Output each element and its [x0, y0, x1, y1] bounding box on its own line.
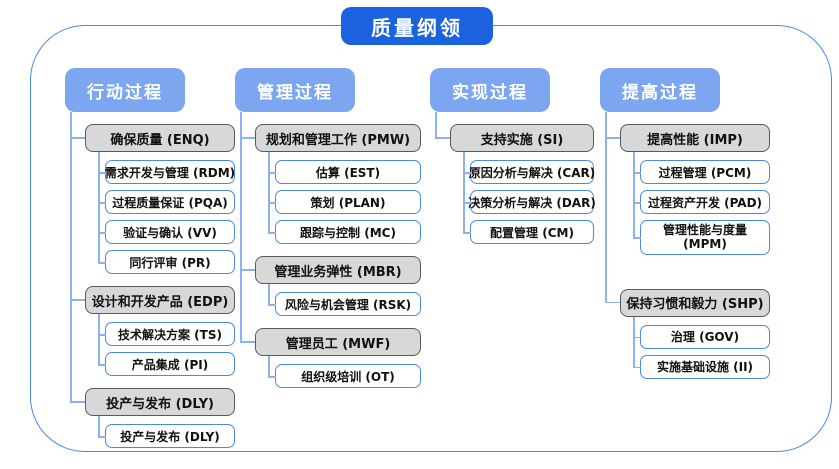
- column-header-implementation-process[interactable]: 实现过程: [430, 68, 550, 112]
- group-box-imp[interactable]: 提高性能 (IMP): [620, 124, 770, 152]
- group-box-mwf[interactable]: 管理员工 (MWF): [255, 328, 421, 356]
- leaf-box-cm[interactable]: 配置管理 (CM): [463, 212, 594, 244]
- column-groups: 提高性能 (IMP) 过程管理 (PCM) 过程资产开发 (PAD) 管理性能与…: [605, 112, 770, 379]
- group-box-mbr[interactable]: 管理业务弹性 (MBR): [255, 256, 421, 284]
- group-box-pmw[interactable]: 规划和管理工作 (PMW): [255, 124, 421, 152]
- group-leaves: 原因分析与解决 (CAR) 决策分析与解决 (DAR) 配置管理 (CM): [463, 152, 596, 244]
- group-box-shp[interactable]: 保持习惯和毅力 (SHP): [620, 288, 770, 317]
- group-enq: 确保质量 (ENQ) 需求开发与管理 (RDM) 过程质量保证 (PQA) 验证…: [70, 112, 235, 286]
- group-leaves: 风险与机会管理 (RSK): [268, 284, 421, 316]
- leaf-box-rdm[interactable]: 需求开发与管理 (RDM): [98, 152, 235, 192]
- group-leaves: 技术解决方案 (TS) 产品集成 (PI): [98, 314, 235, 376]
- leaf-box-ii[interactable]: 实施基础设施 (II): [633, 346, 770, 379]
- column-groups: 规划和管理工作 (PMW) 估算 (EST) 策划 (PLAN) 跟踪与控制 (…: [240, 112, 421, 388]
- column-groups: 确保质量 (ENQ) 需求开发与管理 (RDM) 过程质量保证 (PQA) 验证…: [70, 112, 235, 448]
- group-mbr: 管理业务弹性 (MBR) 风险与机会管理 (RSK): [240, 244, 421, 328]
- leaf-box-est[interactable]: 估算 (EST): [268, 152, 421, 192]
- group-si: 支持实施 (SI) 原因分析与解决 (CAR) 决策分析与解决 (DAR) 配置…: [435, 112, 596, 244]
- leaf-box-pr[interactable]: 同行评审 (PR): [98, 242, 235, 274]
- leaf-box-vv[interactable]: 验证与确认 (VV): [98, 212, 235, 252]
- leaf-box-ot[interactable]: 组织级培训 (OT): [268, 356, 421, 388]
- group-imp: 提高性能 (IMP) 过程管理 (PCM) 过程资产开发 (PAD) 管理性能与…: [605, 112, 770, 267]
- group-mwf: 管理员工 (MWF) 组织级培训 (OT): [240, 316, 421, 388]
- group-leaves: 组织级培训 (OT): [268, 356, 421, 388]
- leaf-box-plan[interactable]: 策划 (PLAN): [268, 182, 421, 222]
- leaf-box-dar[interactable]: 决策分析与解决 (DAR): [463, 182, 596, 222]
- group-box-si[interactable]: 支持实施 (SI): [450, 124, 594, 152]
- group-box-edp[interactable]: 设计和开发产品 (EDP): [85, 286, 235, 314]
- column-management-process: 管理过程 规划和管理工作 (PMW) 估算 (EST) 策划 (PLAN) 跟踪…: [235, 68, 421, 388]
- leaf-box-pcm[interactable]: 过程管理 (PCM): [633, 152, 770, 192]
- leaf-box-rsk[interactable]: 风险与机会管理 (RSK): [268, 284, 421, 316]
- column-action-process: 行动过程 确保质量 (ENQ) 需求开发与管理 (RDM) 过程质量保证 (PQ…: [65, 68, 235, 448]
- root-node-label: 质量纲领: [371, 15, 463, 40]
- leaf-box-pi[interactable]: 产品集成 (PI): [98, 344, 235, 376]
- column-header-improvement-process[interactable]: 提高过程: [600, 68, 720, 112]
- group-leaves: 过程管理 (PCM) 过程资产开发 (PAD) 管理性能与度量 (MPM): [633, 152, 770, 255]
- leaf-box-mpm[interactable]: 管理性能与度量 (MPM): [633, 212, 770, 255]
- leaf-box-pad[interactable]: 过程资产开发 (PAD): [633, 182, 770, 222]
- group-box-enq[interactable]: 确保质量 (ENQ): [85, 124, 235, 152]
- group-dly: 投产与发布 (DLY) 投产与发布 (DLY): [70, 376, 235, 448]
- column-groups: 支持实施 (SI) 原因分析与解决 (CAR) 决策分析与解决 (DAR) 配置…: [435, 112, 596, 244]
- group-leaves: 投产与发布 (DLY): [98, 416, 235, 448]
- group-box-dly[interactable]: 投产与发布 (DLY): [85, 388, 235, 416]
- column-improvement-process: 提高过程 提高性能 (IMP) 过程管理 (PCM) 过程资产开发 (PAD) …: [600, 68, 770, 379]
- column-header-action-process[interactable]: 行动过程: [65, 68, 185, 112]
- leaf-box-dly[interactable]: 投产与发布 (DLY): [98, 416, 235, 448]
- leaf-box-car[interactable]: 原因分析与解决 (CAR): [463, 152, 595, 192]
- group-pmw: 规划和管理工作 (PMW) 估算 (EST) 策划 (PLAN) 跟踪与控制 (…: [240, 112, 421, 256]
- leaf-box-pqa[interactable]: 过程质量保证 (PQA): [98, 182, 235, 222]
- column-implementation-process: 实现过程 支持实施 (SI) 原因分析与解决 (CAR) 决策分析与解决 (DA…: [430, 68, 596, 244]
- leaf-box-mc[interactable]: 跟踪与控制 (MC): [268, 212, 421, 244]
- group-leaves: 估算 (EST) 策划 (PLAN) 跟踪与控制 (MC): [268, 152, 421, 244]
- leaf-box-ts[interactable]: 技术解决方案 (TS): [98, 314, 235, 354]
- group-leaves: 治理 (GOV) 实施基础设施 (II): [633, 316, 770, 379]
- leaf-box-gov[interactable]: 治理 (GOV): [633, 316, 770, 357]
- column-header-management-process[interactable]: 管理过程: [235, 68, 355, 112]
- group-leaves: 需求开发与管理 (RDM) 过程质量保证 (PQA) 验证与确认 (VV) 同行…: [98, 152, 235, 274]
- group-shp: 保持习惯和毅力 (SHP) 治理 (GOV) 实施基础设施 (II): [605, 254, 770, 379]
- group-edp: 设计和开发产品 (EDP) 技术解决方案 (TS) 产品集成 (PI): [70, 274, 235, 388]
- root-node-title[interactable]: 质量纲领: [341, 7, 493, 45]
